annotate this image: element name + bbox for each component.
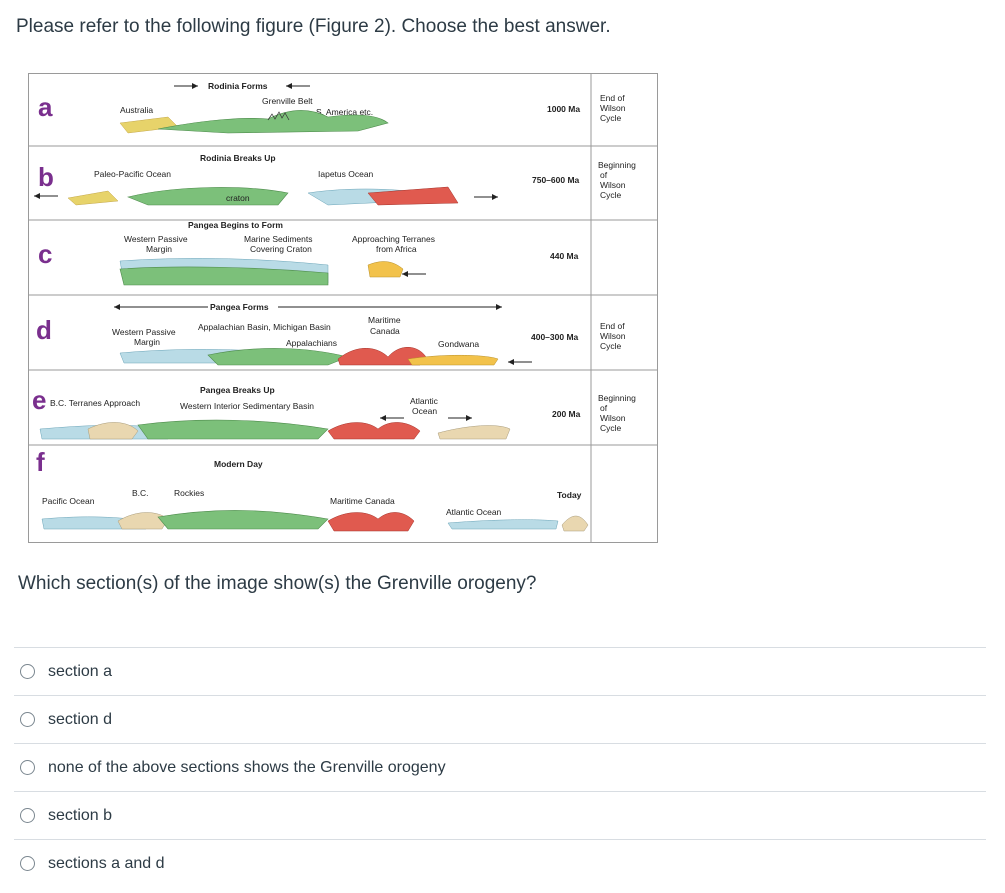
svg-text:Wilson: Wilson	[600, 331, 626, 341]
answer-option-section-b[interactable]: section b	[14, 791, 986, 839]
question-text: Which section(s) of the image show(s) th…	[18, 573, 537, 594]
svg-text:B.C.: B.C.	[132, 488, 149, 498]
svg-text:400–300 Ma: 400–300 Ma	[531, 332, 579, 342]
svg-text:Western Interior Sedimentary B: Western Interior Sedimentary Basin	[180, 401, 314, 411]
svg-text:End of: End of	[600, 321, 625, 331]
section-letter: f	[36, 447, 45, 477]
svg-text:Western Passive: Western Passive	[112, 327, 176, 337]
svg-text:Approaching Terranes: Approaching Terranes	[352, 234, 435, 244]
svg-text:Western Passive: Western Passive	[124, 234, 188, 244]
svg-text:Maritime Canada: Maritime Canada	[330, 496, 395, 506]
svg-text:Rodinia Breaks Up: Rodinia Breaks Up	[200, 153, 276, 163]
svg-text:Atlantic Ocean: Atlantic Ocean	[446, 507, 502, 517]
radio-button[interactable]	[20, 712, 35, 727]
wilson-cycle-figure: a Rodinia Forms Grenville Belt S. Americ…	[28, 73, 658, 543]
svg-text:Maritime: Maritime	[368, 315, 401, 325]
question-prompt: Please refer to the following figure (Fi…	[16, 16, 611, 37]
svg-text:Atlantic: Atlantic	[410, 396, 439, 406]
radio-button[interactable]	[20, 664, 35, 679]
svg-text:Wilson: Wilson	[600, 413, 626, 423]
svg-text:Paleo-Pacific Ocean: Paleo-Pacific Ocean	[94, 169, 171, 179]
section-letter: b	[38, 162, 54, 192]
svg-text:Iapetus Ocean: Iapetus Ocean	[318, 169, 374, 179]
svg-text:200 Ma: 200 Ma	[552, 409, 581, 419]
svg-text:440 Ma: 440 Ma	[550, 251, 579, 261]
svg-text:Cycle: Cycle	[600, 423, 622, 433]
answer-label: sections a and d	[48, 854, 165, 872]
section-e: e B.C. Terranes Approach Pangea Breaks U…	[32, 385, 636, 440]
section-letter: c	[38, 239, 52, 269]
svg-text:Australia: Australia	[120, 105, 153, 115]
answer-list: section a section d none of the above se…	[14, 647, 986, 887]
svg-text:Today: Today	[557, 490, 582, 500]
svg-text:Appalachian Basin, Michigan Ba: Appalachian Basin, Michigan Basin	[198, 322, 331, 332]
svg-text:from Africa: from Africa	[376, 244, 417, 254]
radio-button[interactable]	[20, 760, 35, 775]
radio-button[interactable]	[20, 808, 35, 823]
svg-text:Cycle: Cycle	[600, 190, 622, 200]
svg-text:of: of	[600, 403, 608, 413]
svg-text:Cycle: Cycle	[600, 341, 622, 351]
svg-text:750–600 Ma: 750–600 Ma	[532, 175, 580, 185]
svg-text:Cycle: Cycle	[600, 113, 622, 123]
svg-text:Grenville Belt: Grenville Belt	[262, 96, 313, 106]
svg-text:Appalachians: Appalachians	[286, 338, 337, 348]
svg-text:Margin: Margin	[134, 337, 160, 347]
svg-text:Pacific Ocean: Pacific Ocean	[42, 496, 95, 506]
svg-text:Ocean: Ocean	[412, 406, 437, 416]
section-f: f Modern Day B.C. Rockies Pacific Ocean …	[36, 447, 589, 532]
answer-label: section a	[48, 662, 113, 680]
radio-button[interactable]	[20, 856, 35, 871]
svg-text:Beginning: Beginning	[598, 160, 636, 170]
svg-text:Beginning: Beginning	[598, 393, 636, 403]
svg-text:Wilson: Wilson	[600, 180, 626, 190]
answer-option-none[interactable]: none of the above sections shows the Gre…	[14, 743, 986, 791]
section-b: b Rodinia Breaks Up Paleo-Pacific Ocean …	[34, 153, 636, 206]
section-c: c Pangea Begins to Form Western Passive …	[38, 220, 579, 286]
section-letter: d	[36, 315, 52, 345]
svg-text:Covering Craton: Covering Craton	[250, 244, 312, 254]
svg-text:Pangea Begins to Form: Pangea Begins to Form	[188, 220, 283, 230]
svg-text:Pangea Forms: Pangea Forms	[210, 302, 269, 312]
answer-label: none of the above sections shows the Gre…	[48, 758, 446, 776]
section-d: d Pangea Forms Western Passive Margin Ap…	[36, 302, 626, 366]
answer-option-sections-a-and-d[interactable]: sections a and d	[14, 839, 986, 887]
svg-text:Margin: Margin	[146, 244, 172, 254]
svg-text:B.C. Terranes Approach: B.C. Terranes Approach	[50, 398, 140, 408]
section-a: a Rodinia Forms Grenville Belt S. Americ…	[38, 81, 626, 134]
svg-text:Wilson: Wilson	[600, 103, 626, 113]
answer-label: section b	[48, 806, 113, 824]
answer-option-section-d[interactable]: section d	[14, 695, 986, 743]
svg-text:Rodinia Forms: Rodinia Forms	[208, 81, 268, 91]
section-letter: e	[32, 385, 46, 415]
svg-text:Pangea Breaks Up: Pangea Breaks Up	[200, 385, 275, 395]
svg-text:End of: End of	[600, 93, 625, 103]
answer-option-section-a[interactable]: section a	[14, 647, 986, 695]
section-letter: a	[38, 92, 53, 122]
svg-text:Gondwana: Gondwana	[438, 339, 479, 349]
svg-text:Canada: Canada	[370, 326, 400, 336]
answer-label: section d	[48, 710, 113, 728]
svg-text:S. America etc.: S. America etc.	[316, 107, 373, 117]
svg-text:Modern Day: Modern Day	[214, 459, 263, 469]
svg-text:Rockies: Rockies	[174, 488, 204, 498]
svg-text:1000 Ma: 1000 Ma	[547, 104, 580, 114]
svg-text:of: of	[600, 170, 608, 180]
svg-text:craton: craton	[226, 193, 250, 203]
svg-text:Marine Sediments: Marine Sediments	[244, 234, 313, 244]
